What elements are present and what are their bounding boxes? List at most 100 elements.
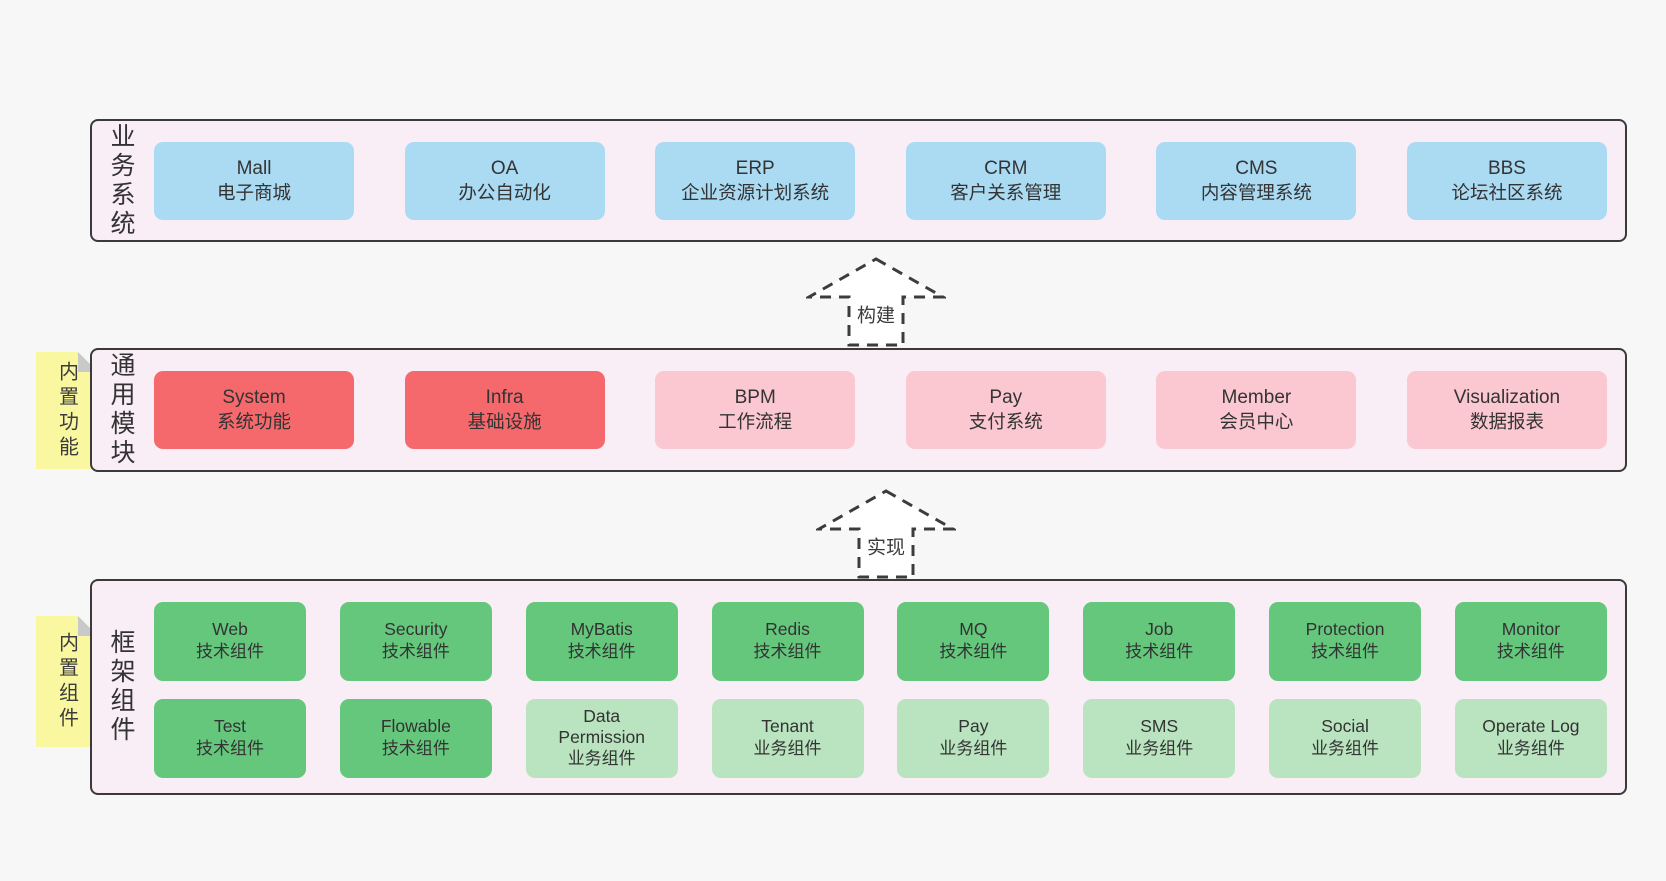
box-subtitle: 业务组件 [939,738,1008,758]
layer-label-modules: 通用模块 [107,352,135,468]
sticky-note-label: 内置组件 [55,631,78,732]
box-subtitle: 会员中心 [1219,411,1294,433]
box-subtitle: 系统功能 [216,411,291,433]
box-erp: ERP 企业资源计划系统 [655,141,856,220]
box-subtitle: 技术组件 [381,738,450,758]
arrow-build: 构建 [806,256,946,348]
components-box-row-1: Web 技术组件 Security 技术组件 MyBatis 技术组件 Redi… [154,602,1607,681]
box-title: Flowable [380,716,451,737]
box-subtitle: 论坛社区系统 [1451,181,1563,203]
box-social: Social 业务组件 [1269,699,1422,778]
box-title: Member [1221,387,1292,409]
box-subtitle: 企业资源计划系统 [681,181,830,203]
box-monitor: Monitor 技术组件 [1454,602,1607,681]
box-bpm: BPM 工作流程 [655,371,856,449]
box-security: Security 技术组件 [339,602,492,681]
box-subtitle: 业务组件 [1311,738,1380,758]
box-subtitle: 技术组件 [1311,641,1380,661]
box-title: System [222,387,286,409]
box-subtitle: 技术组件 [1496,641,1565,661]
layer-label-business: 业务系统 [107,122,135,239]
box-title: Social [1321,716,1369,737]
box-title: Redis [765,619,810,640]
arrow-implement: 实现 [816,488,956,580]
box-subtitle: 技术组件 [381,641,450,661]
box-title: CMS [1235,157,1278,179]
box-test: Test 技术组件 [154,699,306,778]
box-title: CRM [984,157,1028,179]
box-subtitle: 内容管理系统 [1200,181,1312,203]
box-title: MQ [959,619,988,640]
box-subtitle: 技术组件 [196,641,264,661]
box-subtitle: 业务组件 [1125,738,1194,758]
box-visualization: Visualization 数据报表 [1406,371,1607,449]
box-subtitle: 技术组件 [753,641,822,661]
box-sms: SMS 业务组件 [1083,699,1236,778]
box-title: Mall [236,157,272,179]
box-oa: OA 办公自动化 [404,141,605,220]
box-title: Pay [958,716,989,737]
box-subtitle: 数据报表 [1469,411,1544,433]
box-subtitle: 客户关系管理 [950,181,1062,203]
layer-label-components: 框架组件 [107,629,135,745]
box-protection: Protection 技术组件 [1269,602,1422,681]
box-mq: MQ 技术组件 [897,602,1050,681]
layer-business-systems: 业务系统 Mall 电子商城 OA 办公自动化 ERP 企业资源计划系统 CRM… [90,119,1627,242]
box-title: Visualization [1453,387,1561,409]
sticky-note-built-in-features: 内置功能 [36,352,98,469]
box-redis: Redis 技术组件 [711,602,864,681]
box-title: ERP [735,157,775,179]
box-subtitle: 办公自动化 [458,181,551,203]
sticky-note-built-in-components: 内置组件 [36,616,98,747]
box-title: Protection [1305,619,1385,640]
box-subtitle: 电子商城 [216,181,291,203]
modules-box-row: System 系统功能 Infra 基础设施 BPM 工作流程 Pay 支付系统… [154,371,1607,449]
box-pay-biz: Pay 业务组件 [897,699,1050,778]
box-subtitle: 业务组件 [1496,738,1565,758]
box-title: BPM [734,387,776,409]
box-job: Job 技术组件 [1083,602,1236,681]
box-title: Tenant [761,716,814,737]
box-title: Infra [485,387,524,409]
box-subtitle: 支付系统 [968,411,1043,433]
box-title: Test [213,716,247,737]
box-web: Web 技术组件 [154,602,306,681]
box-data-permission: Data Permission 业务组件 [525,699,678,778]
box-title: Operate Log [1482,716,1580,737]
box-title: OA [490,157,519,179]
box-member: Member 会员中心 [1156,371,1357,449]
box-title: Monitor [1501,619,1561,640]
components-box-row-2: Test 技术组件 Flowable 技术组件 Data Permission … [154,699,1607,778]
box-subtitle: 工作流程 [718,411,793,433]
layer-common-modules: 通用模块 System 系统功能 Infra 基础设施 BPM 工作流程 Pay… [90,348,1627,472]
box-crm: CRM 客户关系管理 [905,141,1106,220]
box-title: Pay [989,387,1023,409]
box-mybatis: MyBatis 技术组件 [525,602,678,681]
box-mall: Mall 电子商城 [154,141,354,220]
box-title: Web [212,619,248,640]
box-title: MyBatis [570,619,633,640]
box-bbs: BBS 论坛社区系统 [1406,141,1607,220]
layer-framework-components: 框架组件 Web 技术组件 Security 技术组件 MyBatis 技术组件… [90,579,1627,795]
box-subtitle: 基础设施 [467,411,542,433]
arrow-implement-label: 实现 [864,532,908,560]
business-box-row: Mall 电子商城 OA 办公自动化 ERP 企业资源计划系统 CRM 客户关系… [154,141,1607,220]
box-title: Data Permission [558,705,645,748]
box-tenant: Tenant 业务组件 [711,699,864,778]
arrow-build-label: 构建 [854,300,898,328]
box-title: Job [1145,619,1174,640]
box-cms: CMS 内容管理系统 [1156,141,1357,220]
box-subtitle: 技术组件 [939,641,1008,661]
box-system: System 系统功能 [154,371,354,449]
box-flowable: Flowable 技术组件 [339,699,492,778]
box-infra: Infra 基础设施 [404,371,605,449]
box-subtitle: 业务组件 [753,738,822,758]
box-subtitle: 业务组件 [567,749,636,769]
box-title: SMS [1140,716,1179,737]
box-title: Security [384,619,448,640]
box-subtitle: 技术组件 [1125,641,1194,661]
box-subtitle: 技术组件 [567,641,636,661]
box-operate-log: Operate Log 业务组件 [1454,699,1607,778]
box-subtitle: 技术组件 [196,738,264,758]
